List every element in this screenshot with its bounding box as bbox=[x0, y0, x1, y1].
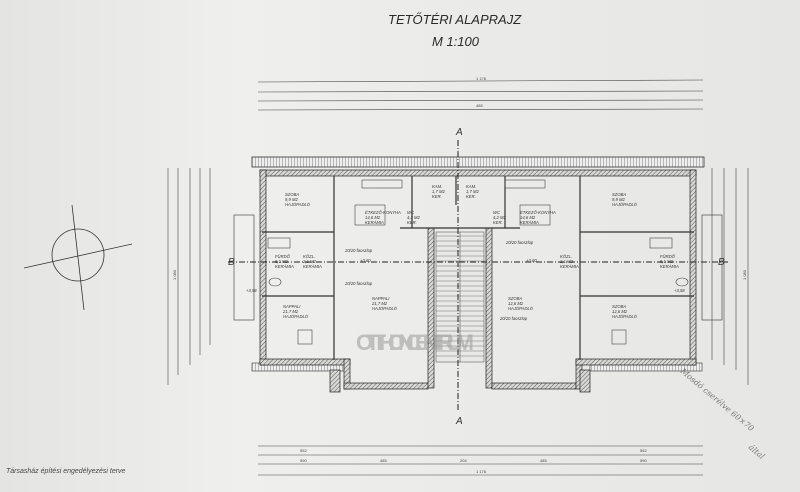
room-floor: KER. bbox=[493, 220, 503, 225]
dimension-204: 204 bbox=[460, 458, 467, 463]
bottom-dimension-lines bbox=[258, 445, 703, 476]
room-name: WC bbox=[407, 210, 415, 215]
room-area: 12,6 M2 bbox=[612, 309, 628, 314]
section-a-top-label: A bbox=[455, 127, 463, 138]
room-area: 2,1 M2 bbox=[302, 259, 316, 264]
room-floor: HAJÓPADLÓ bbox=[612, 314, 638, 319]
balcony-right bbox=[701, 214, 723, 321]
handwritten-note-2: által bbox=[747, 443, 767, 462]
room-floor: HAJÓPADLÓ bbox=[372, 306, 398, 311]
dimension-590-left: 590 bbox=[300, 458, 307, 463]
balcony-left bbox=[233, 214, 255, 321]
roof-edge-top bbox=[251, 156, 705, 168]
room-floor: KER. bbox=[466, 194, 476, 199]
room-area: 9,9 M2 bbox=[285, 197, 298, 202]
column-label: 20/20 faoszlop bbox=[344, 248, 373, 253]
room-area: 4,2 M2 bbox=[407, 215, 420, 220]
room-floor: KERÁMIA bbox=[303, 264, 322, 269]
room-name: SZOBA bbox=[285, 192, 299, 197]
room-floor: KER. bbox=[432, 194, 442, 199]
room-name: KÖZL. bbox=[560, 254, 572, 259]
side-dimension-left: 1 080 bbox=[172, 269, 177, 280]
room-name: ÉTKEZŐ-KONYHA bbox=[365, 210, 401, 215]
dimension-485-right: 485 bbox=[540, 458, 547, 463]
room-area: 14,6 M2 bbox=[520, 215, 536, 220]
column-label: 20/20 faoszlop bbox=[344, 281, 373, 286]
room-area: 5,1 M2 bbox=[660, 259, 673, 264]
room-name: FÜRDŐ bbox=[275, 254, 291, 259]
room-name: FÜRDŐ bbox=[660, 254, 676, 259]
room-name: SZOBA bbox=[612, 304, 626, 309]
section-lines bbox=[228, 140, 728, 410]
room-floor: KERÁMIA bbox=[660, 264, 679, 269]
room-floor: KERÁMIA bbox=[520, 220, 539, 225]
watermark-text: OTTHON CENTRUM bbox=[356, 330, 476, 355]
north-arrow-icon bbox=[23, 204, 133, 311]
room-area: 2,1 M2 bbox=[559, 259, 573, 264]
room-area: 9,9 M2 bbox=[612, 197, 625, 202]
dimension-590-right: 590 bbox=[640, 458, 647, 463]
room-floor: HAJÓPADLÓ bbox=[285, 202, 311, 207]
overall-dimension-top: 1 176 bbox=[476, 76, 487, 81]
dimension-442: 485 bbox=[476, 103, 483, 108]
room-name: SZOBA bbox=[508, 296, 522, 301]
side-dimension-right: 1 080 bbox=[742, 269, 747, 280]
room-name: KÖZL. bbox=[303, 254, 315, 259]
room-area: 21,7 M2 bbox=[371, 301, 388, 306]
room-area: 5,1 M2 bbox=[275, 259, 288, 264]
level-mark: +3,60 bbox=[360, 258, 371, 263]
room-floor: KER. bbox=[407, 220, 417, 225]
room-floor: KERÁMIA bbox=[365, 220, 384, 225]
stair-treads bbox=[436, 235, 484, 357]
room-floor: HAJÓPADLÓ bbox=[283, 314, 309, 319]
column-label: 20/20 faoszlop bbox=[505, 240, 534, 245]
room-area: 12,6 M2 bbox=[508, 301, 524, 306]
section-a-bottom-label: A bbox=[455, 416, 463, 427]
room-area: 21,7 M2 bbox=[282, 309, 299, 314]
plan-title: TETŐTÉRI ALAPRAJZ bbox=[388, 12, 522, 27]
section-b-left-label: B bbox=[228, 257, 235, 268]
room-name: ÉTKEZŐ-KONYHA bbox=[520, 210, 556, 215]
room-area: 14,6 M2 bbox=[365, 215, 381, 220]
level-mark: +3,60 bbox=[526, 258, 537, 263]
room-name: KAM. bbox=[432, 184, 442, 189]
side-dimension-lines bbox=[167, 168, 749, 385]
overall-dimension-bottom: 1 176 bbox=[476, 469, 487, 474]
room-area: 1,7 M2 bbox=[466, 189, 479, 194]
dimension-552-left: 552 bbox=[300, 448, 307, 453]
footer-caption: Társasház építési engedélyezési terve bbox=[6, 468, 126, 475]
room-floor: HAJÓPADLÓ bbox=[508, 306, 534, 311]
exterior-walls bbox=[259, 169, 697, 393]
plan-scale: M 1:100 bbox=[432, 34, 480, 49]
section-b-right-label: B bbox=[718, 257, 725, 268]
room-name: NAPPALI bbox=[283, 304, 301, 309]
furniture bbox=[267, 179, 689, 345]
interior-walls bbox=[262, 176, 694, 360]
room-floor: HAJÓPADLÓ bbox=[612, 202, 638, 207]
level-mark: +3,58 bbox=[674, 288, 685, 293]
room-floor: KERÁMIA bbox=[560, 264, 579, 269]
staircase bbox=[435, 231, 485, 363]
room-name: KAM. bbox=[466, 184, 476, 189]
room-area: 1,7 M2 bbox=[432, 189, 445, 194]
room-floor: KERÁMIA bbox=[275, 264, 294, 269]
column-label: 20/20 faoszlop bbox=[499, 316, 528, 321]
handwritten-note: Mosdó cserélve 60×70 bbox=[678, 366, 756, 433]
room-name: WC bbox=[493, 210, 501, 215]
room-name: SZOBA bbox=[612, 192, 626, 197]
level-mark: +3,58 bbox=[246, 288, 257, 293]
room-name: NAPPALI bbox=[372, 296, 390, 301]
room-area: 4,2 M2 bbox=[493, 215, 506, 220]
top-dimension-lines bbox=[257, 79, 704, 111]
dimension-552-right: 552 bbox=[640, 448, 647, 453]
dimension-485-left: 485 bbox=[380, 458, 387, 463]
